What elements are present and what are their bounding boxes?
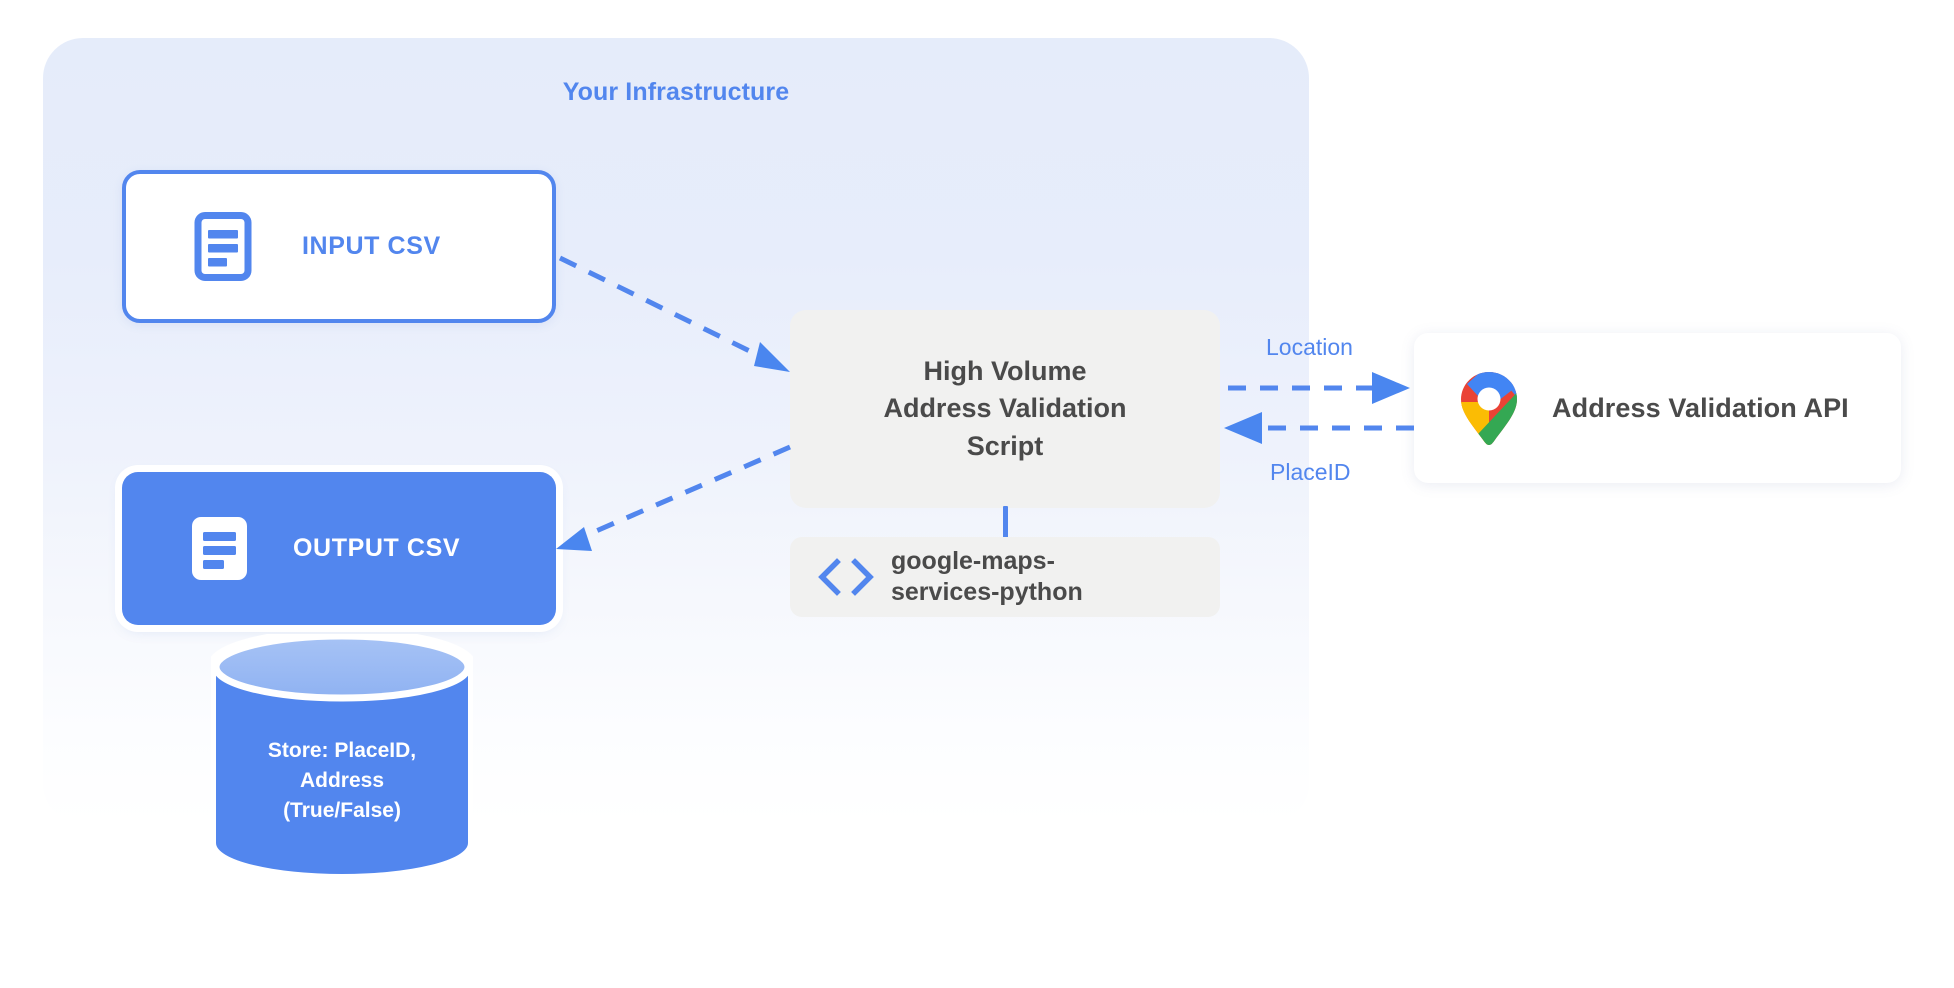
library-label: google-maps- services-python bbox=[891, 546, 1083, 608]
database-cylinder-node[interactable] bbox=[211, 634, 473, 876]
edge-label-location: Location bbox=[1266, 334, 1353, 360]
input-csv-label: INPUT CSV bbox=[302, 232, 441, 260]
google-maps-pin-icon bbox=[1461, 371, 1517, 445]
input-csv-node[interactable]: INPUT CSV bbox=[122, 170, 556, 323]
your-infrastructure-title: Your Infrastructure bbox=[562, 78, 790, 106]
address-validation-api-node[interactable]: Address Validation API bbox=[1414, 333, 1901, 483]
script-label: High Volume Address Validation Script bbox=[869, 353, 1140, 465]
script-label-line2: Address Validation bbox=[883, 393, 1127, 424]
document-icon bbox=[194, 212, 252, 281]
script-label-line1: High Volume bbox=[923, 356, 1087, 387]
library-label-line1: google-maps- bbox=[891, 547, 1055, 575]
output-csv-label: OUTPUT CSV bbox=[293, 534, 461, 562]
edge-label-placeid: PlaceID bbox=[1270, 459, 1351, 485]
output-csv-node[interactable]: OUTPUT CSV bbox=[122, 472, 556, 625]
google-maps-services-python-node[interactable]: google-maps- services-python bbox=[790, 537, 1220, 617]
address-validation-api-label: Address Validation API bbox=[1552, 392, 1849, 423]
high-volume-script-node[interactable]: High Volume Address Validation Script bbox=[790, 310, 1220, 508]
script-library-connector bbox=[1003, 506, 1008, 538]
script-label-line3: Script bbox=[966, 430, 1044, 461]
library-label-line2: services-python bbox=[891, 578, 1083, 606]
document-icon bbox=[192, 517, 247, 580]
code-brackets-icon bbox=[818, 558, 874, 596]
